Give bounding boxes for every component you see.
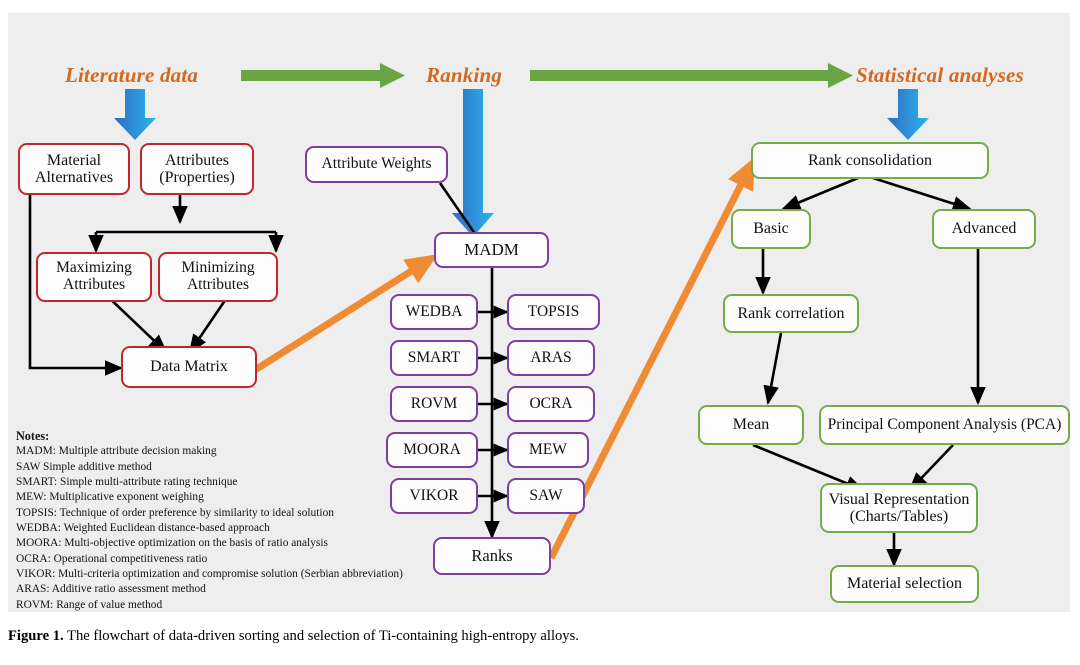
node-label: Rank consolidation [808,151,932,169]
node-material-alternatives[interactable]: Material Alternatives [18,143,130,195]
notes-line: SMART: Simple multi-attribute rating tec… [16,476,238,489]
figure-caption: Figure 1. The flowchart of data-driven s… [8,628,1068,645]
node-label: MOORA [403,440,461,458]
node-label: SAW [529,486,563,504]
node-material-selection[interactable]: Material selection [830,565,979,603]
green-phase-arrow-2 [530,63,853,88]
node-label: VIKOR [409,486,459,504]
node-label: Material Alternatives [34,151,114,186]
figure-canvas: Literature data Ranking Statistical anal… [8,13,1070,612]
node-label: Minimizing Attributes [181,259,255,293]
node-label: ROVM [410,394,458,412]
notes-line: WEDBA: Weighted Euclidean distance-based… [16,522,270,535]
node-label: Rank correlation [737,304,845,322]
node-label: MADM [464,239,519,259]
node-pca[interactable]: Principal Component Analysis (PCA) [819,405,1070,445]
node-label: MEW [529,440,567,458]
notes-line: OCRA: Operational competitiveness ratio [16,552,208,565]
node-method-topsis[interactable]: TOPSIS [507,294,600,330]
node-basic[interactable]: Basic [731,209,811,249]
node-method-mew[interactable]: MEW [507,432,589,468]
node-ranks[interactable]: Ranks [433,537,551,575]
node-label: SMART [407,348,461,366]
blue-down-arrow-ranking [452,89,494,237]
node-mean[interactable]: Mean [698,405,804,445]
node-data-matrix[interactable]: Data Matrix [121,346,257,388]
caption-text: The flowchart of data-driven sorting and… [63,628,579,644]
node-label: ARAS [530,348,572,366]
node-label: OCRA [529,394,573,412]
node-label: Attribute Weights [321,155,432,173]
node-label: Visual Representation (Charts/Tables) [828,490,970,525]
node-label: Basic [753,220,789,238]
node-label: Principal Component Analysis (PCA) [827,415,1062,433]
node-advanced[interactable]: Advanced [932,209,1036,249]
notes-line: MADM: Multiple attribute decision making [16,445,217,458]
node-label: Ranks [471,546,513,566]
notes-block: Notes: MADM: Multiple attribute decision… [16,428,446,613]
node-attribute-weights[interactable]: Attribute Weights [305,146,448,183]
node-label: Attributes (Properties) [159,151,235,186]
node-minimizing-attributes[interactable]: Minimizing Attributes [158,252,278,302]
node-attributes-properties[interactable]: Attributes (Properties) [140,143,254,195]
notes-line: ARAS: Additive ratio assessment method [16,583,206,596]
node-method-aras[interactable]: ARAS [507,340,595,376]
node-method-saw[interactable]: SAW [507,478,585,514]
notes-line: MOORA: Multi-objective optimization on t… [16,537,328,550]
method-double-arrows [463,305,509,503]
notes-heading: Notes: [16,429,50,443]
node-rank-correlation[interactable]: Rank correlation [723,294,859,333]
notes-line: SAW Simple additive method [16,460,152,473]
node-rank-consolidation[interactable]: Rank consolidation [751,142,989,179]
node-method-ocra[interactable]: OCRA [507,386,595,422]
blue-down-arrow-statistical [887,89,929,140]
notes-line: TOPSIS: Technique of order preference by… [16,506,334,519]
notes-line: VIKOR: Multi-criteria optimization and c… [16,568,403,581]
node-label: Advanced [951,220,1017,238]
node-method-vikor[interactable]: VIKOR [390,478,478,514]
blue-down-arrow-literature [114,89,156,140]
node-label: TOPSIS [527,302,580,320]
node-visual-representation[interactable]: Visual Representation (Charts/Tables) [820,483,978,533]
phase-title-ranking: Ranking [426,63,503,87]
node-label: Material selection [846,575,963,593]
node-maximizing-attributes[interactable]: Maximizing Attributes [36,252,152,302]
phase-title-statistical: Statistical analyses [856,63,1024,87]
notes-line: ROVM: Range of value method [16,598,163,611]
caption-label: Figure 1. [8,628,64,644]
node-label: Maximizing Attributes [56,259,132,293]
phase-title-literature: Literature data [65,63,199,87]
notes-line: MEW: Multiplicative exponent weighing [16,491,204,504]
node-method-rovm[interactable]: ROVM [390,386,478,422]
node-method-wedba[interactable]: WEDBA [390,294,478,330]
node-label: Data Matrix [150,358,228,376]
node-method-smart[interactable]: SMART [390,340,478,376]
node-label: Mean [732,416,770,434]
node-madm[interactable]: MADM [434,232,549,268]
green-phase-arrow-1 [241,63,405,88]
node-method-moora[interactable]: MOORA [386,432,478,468]
node-label: WEDBA [405,302,463,320]
